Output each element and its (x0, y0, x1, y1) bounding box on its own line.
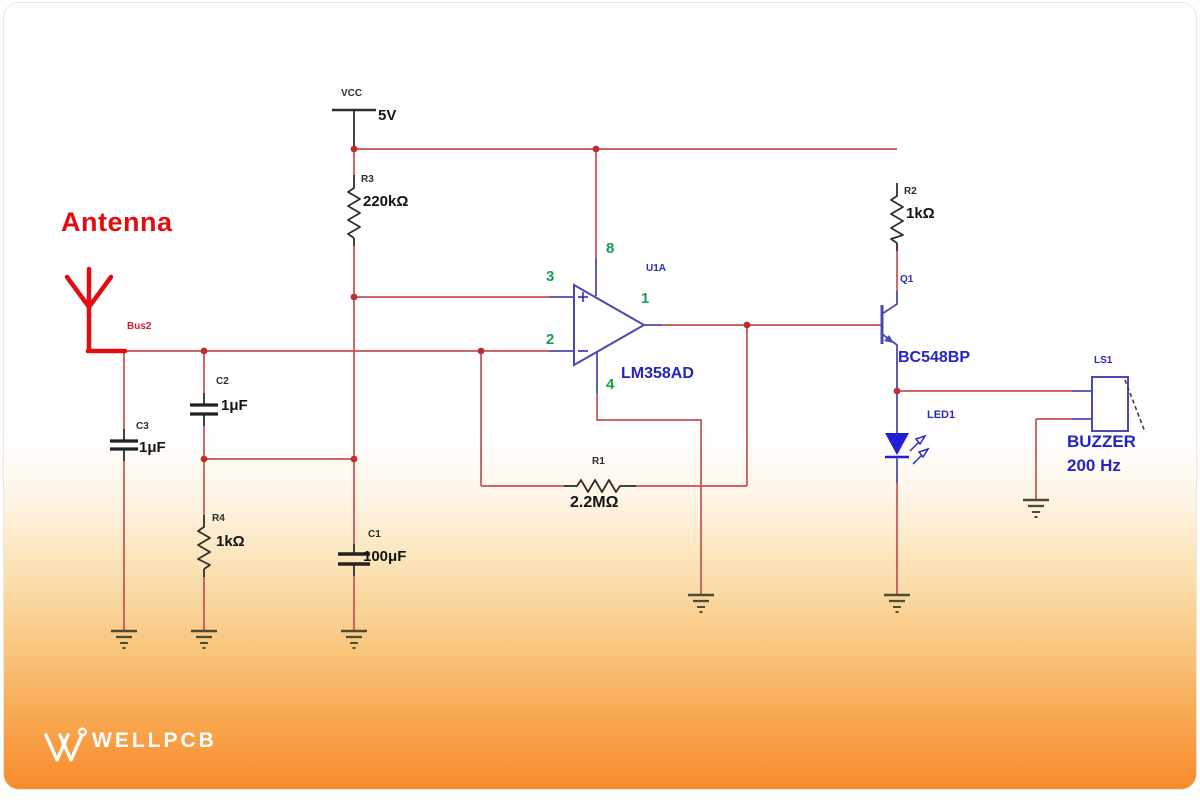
resistor-r2-symbol (890, 191, 904, 244)
emitter-lead (881, 333, 898, 391)
ground-symbols (111, 498, 1049, 649)
emitter-arrow (884, 335, 894, 343)
capacitor-symbols (110, 403, 370, 566)
ground-opamp (688, 593, 714, 613)
c1-value-label: 100μF (363, 548, 407, 565)
ground-buzzer (1023, 498, 1049, 518)
c2-ref-label: C2 (216, 376, 229, 387)
c2-value-label: 1μF (221, 397, 248, 414)
ground-c3 (111, 629, 137, 649)
q1-ref-label: Q1 (900, 274, 914, 285)
opamp-symbol (549, 258, 662, 393)
pin4-label: 4 (606, 376, 615, 393)
r2-ref-label: R2 (904, 186, 917, 197)
schematic-card: Antenna Bus2 VCC 5V R3 220kΩ C2 1μF C3 1… (3, 2, 1197, 790)
lm358-part-label: LM358AD (621, 365, 694, 382)
c3-ref-label: C3 (136, 421, 149, 432)
wellpcb-logo-text: WELLPCB (92, 729, 217, 752)
r4-ref-label: R4 (212, 513, 225, 524)
bus2-net-label: Bus2 (127, 321, 152, 332)
circuit-schematic-svg (44, 108, 1146, 762)
led1-ref-label: LED1 (927, 409, 956, 421)
vcc-voltage-label: 5V (378, 107, 397, 124)
r1-ref-label: R1 (592, 456, 605, 467)
vcc-net-label: VCC (341, 88, 363, 99)
ground-r4 (191, 629, 217, 649)
resistor-r3-symbol (347, 183, 361, 239)
r4-value-label: 1kΩ (216, 533, 245, 550)
junction-dots (200, 145, 901, 463)
buzzer-symbol (1072, 376, 1146, 433)
component-leads (123, 108, 898, 577)
antenna-symbol (64, 266, 128, 354)
buzzer-freq-label: 200 Hz (1067, 456, 1121, 475)
r3-ref-label: R3 (361, 174, 374, 185)
transistor-symbol (880, 291, 898, 391)
u1a-ref-label: U1A (646, 263, 667, 274)
pin4-gnd-wire (596, 393, 702, 595)
led-emission-arrows (909, 434, 930, 465)
led-triangle (885, 433, 909, 455)
r1-value-label: 2.2MΩ (570, 494, 619, 511)
r3-value-label: 220kΩ (363, 193, 409, 210)
ground-c1 (341, 629, 367, 649)
resistor-r1-symbol (572, 479, 628, 493)
pin1-label: 1 (641, 290, 650, 307)
collector-lead (881, 291, 898, 315)
pin2-label: 2 (546, 331, 555, 348)
buzzer-cone-line (1124, 379, 1146, 433)
wellpcb-logo-icon (44, 727, 87, 762)
r2-value-label: 1kΩ (906, 205, 935, 222)
c1-ref-label: C1 (368, 529, 381, 540)
c3-value-label: 1μF (139, 439, 166, 456)
wires (123, 148, 1072, 631)
bc548-part-label: BC548BP (898, 349, 971, 366)
pin8-label: 8 (606, 240, 615, 257)
pin3-label: 3 (546, 268, 555, 285)
resistor-r4-symbol (197, 523, 211, 570)
antenna-title: Antenna (61, 207, 173, 237)
led-symbol (885, 391, 930, 483)
ground-led (884, 593, 910, 613)
resistor-symbols (197, 183, 904, 570)
buzzer-type-label: BUZZER (1067, 432, 1136, 451)
ls1-ref-label: LS1 (1094, 355, 1113, 366)
